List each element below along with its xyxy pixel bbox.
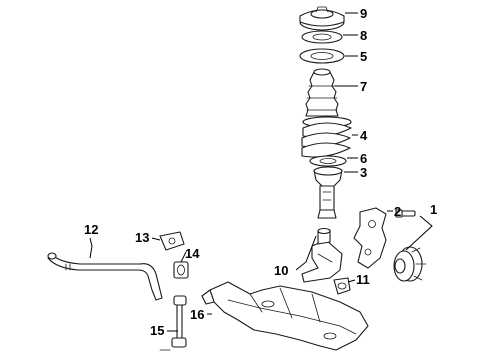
bearing-part-8 [301, 30, 343, 44]
lower-control-arm-part-10 [301, 239, 343, 283]
strut-assembly-part-3 [313, 166, 343, 219]
hub-bolt [395, 209, 416, 218]
strut-mount-part-9 [299, 6, 345, 31]
control-arm-bushing [317, 227, 331, 245]
callout-1: 1 [430, 202, 437, 217]
callout-11: 11 [356, 272, 370, 287]
spring-seat-part-5 [299, 48, 345, 64]
callout-3: 3 [360, 165, 367, 180]
callout-10: 10 [274, 263, 288, 278]
stabilizer-bar-part-12 [47, 252, 163, 301]
steering-knuckle-part-2 [353, 207, 387, 269]
callout-14: 14 [185, 246, 200, 261]
wheel-bearing-hub-part-1 [393, 246, 427, 282]
callout-2: 2 [394, 204, 401, 219]
callout-labels: 9 8 5 7 4 6 3 2 1 12 13 14 15 16 10 11 [84, 6, 437, 338]
callout-7: 7 [360, 79, 367, 94]
callout-9: 9 [360, 6, 367, 21]
bar-bracket-part-13 [159, 231, 185, 251]
callout-8: 8 [360, 28, 367, 43]
callout-16: 16 [190, 307, 204, 322]
callout-5: 5 [360, 49, 367, 64]
callout-4: 4 [360, 128, 368, 143]
lower-spring-seat-part-6 [309, 155, 347, 167]
callout-13: 13 [135, 230, 149, 245]
subframe-part-16 [201, 281, 369, 351]
callout-6: 6 [360, 151, 367, 166]
stabilizer-link-part-15 [159, 295, 187, 351]
callout-15: 15 [150, 323, 164, 338]
dust-boot-part-7 [305, 68, 339, 117]
ball-joint-part-11 [333, 277, 351, 295]
leader-lines [89, 12, 433, 332]
callout-12: 12 [84, 222, 98, 237]
bar-bushing-part-14 [173, 261, 189, 279]
coil-spring-part-4 [301, 116, 352, 158]
